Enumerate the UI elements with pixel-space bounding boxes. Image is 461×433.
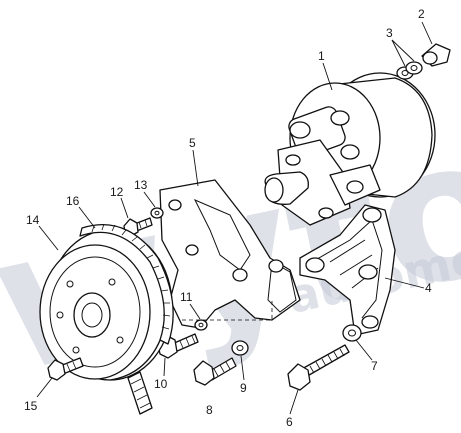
callout-12: 12 [110,185,124,199]
part-1-pump-body [264,72,436,226]
part-6-long-bolt [287,344,350,391]
part-3-washers [396,61,423,80]
callout-labels: 1 2 3 4 5 6 7 8 9 10 11 12 13 14 16 15 [24,7,432,429]
callout-2: 2 [418,7,425,21]
part-15-bolt [47,357,84,381]
part-7-washer [342,324,362,342]
leader-lines [36,21,433,415]
part-4-mounting-bracket [299,204,396,336]
part-2-bolt [421,43,451,67]
callout-8: 8 [206,403,213,417]
callout-5: 5 [189,136,196,150]
callout-16: 16 [66,194,80,208]
part-11-washer [194,319,208,331]
part-16-belt [79,223,174,415]
callout-9: 9 [240,381,247,395]
callout-11: 11 [180,290,193,304]
callout-3: 3 [386,26,393,40]
part-13-washer [150,207,164,219]
callout-10: 10 [154,377,168,391]
callout-13: 13 [134,178,148,192]
callout-14: 14 [26,213,40,227]
part-8-bolt [193,357,237,386]
part-5-plate-bracket [159,179,301,329]
part-9-washer [231,340,249,356]
callout-1: 1 [318,49,325,63]
callout-4: 4 [425,281,432,295]
callout-15: 15 [24,399,38,413]
callout-6: 6 [286,415,293,429]
callout-7: 7 [371,359,378,373]
